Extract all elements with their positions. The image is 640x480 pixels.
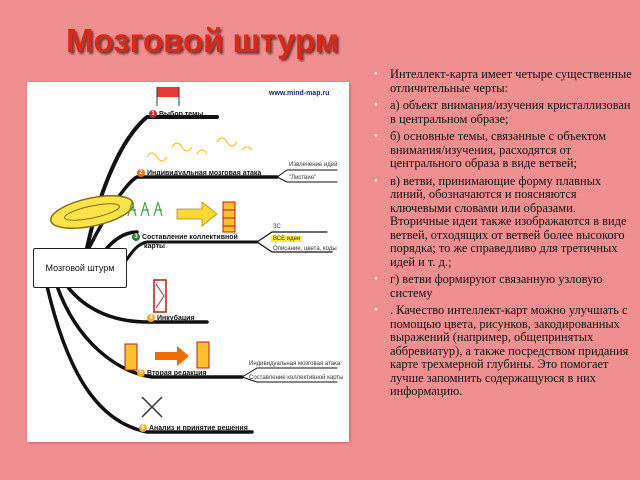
branch-5-sub-2: Составление коллективной карты	[249, 375, 344, 381]
bullet-item: Интеллект-карта имеет четыре существенны…	[372, 67, 634, 95]
branch-5-number: 5	[137, 369, 145, 377]
mind-map-branches	[45, 87, 338, 434]
central-node-label: Мозговой штурм	[45, 263, 115, 273]
branch-5-label: Вторая редакция	[147, 369, 207, 377]
bullet-item: а) объект внимания/изучения кристаллизов…	[372, 98, 634, 126]
bullet-item: . Качество интеллект-карт можно улучшать…	[372, 303, 634, 399]
branch-1-number: 1	[149, 110, 157, 118]
branch-3-label-line-2: карты	[144, 243, 165, 250]
mind-map-url: www.mind-map.ru	[269, 90, 330, 97]
branch-4-label: Инкубация	[157, 314, 195, 322]
branch-3-sub-3: Описание, цвета, коды	[273, 246, 337, 252]
branch-6-number: 6	[139, 424, 147, 432]
branch-6-label: Анализ и принятие решения	[149, 424, 248, 432]
mind-map-central-node: Мозговой штурм	[33, 248, 127, 288]
branch-4-number: 4	[147, 314, 155, 322]
branch-2-sub-1: Извлечение идей	[289, 162, 338, 168]
branch-3-sub-1: ЗС	[273, 224, 281, 230]
branch-3-number: 3	[132, 233, 140, 241]
branch-3-label: Составление коллективной	[142, 233, 238, 241]
bullet-item: б) основные темы, связанные с объектом в…	[372, 129, 634, 171]
branch-5-sub-1: Индивидуальная мозговая атака	[249, 361, 341, 367]
branch-2-sub-2: "Листвие"	[289, 175, 317, 181]
branch-2-number: 2	[137, 169, 145, 177]
bullet-item: в) ветви, принимающие форму плавных лини…	[372, 174, 634, 270]
branch-3-sub-2: ВСЕ идеи	[271, 236, 303, 242]
branch-2-label: Индивидуальная мозговая атака	[147, 169, 262, 177]
bullet-item: г) ветви формируют связанную узловую сис…	[372, 272, 634, 300]
characteristics-list: Интеллект-карта имеет четыре существенны…	[372, 67, 634, 403]
branch-1-label: Выбор темы	[159, 110, 204, 118]
slide-title: Мозговой штурм	[66, 22, 340, 59]
